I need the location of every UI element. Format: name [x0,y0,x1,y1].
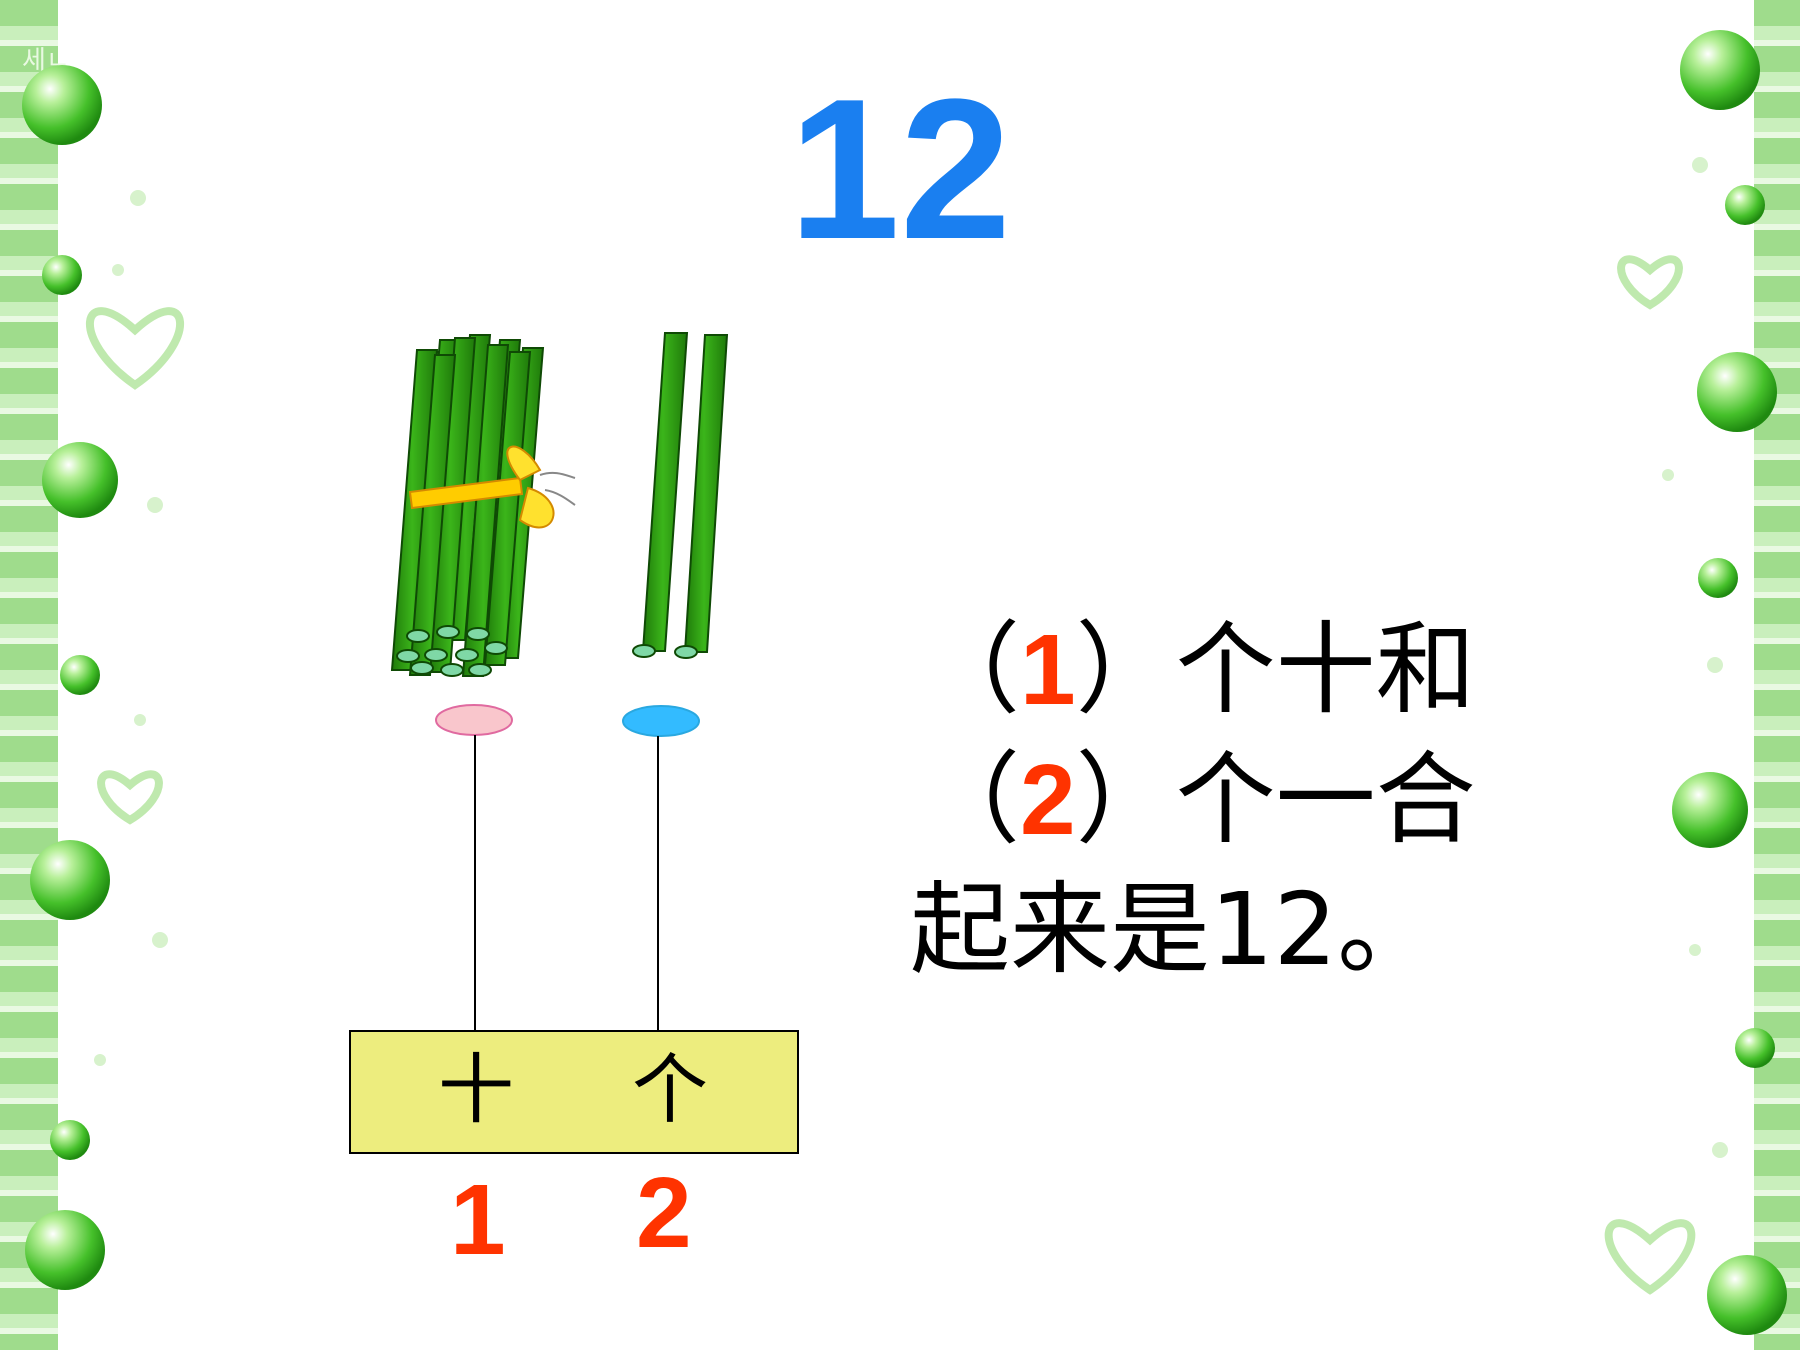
sentence-line-3: 起来是12。 [910,871,1438,988]
bubble-icon [50,1120,90,1160]
bubble-icon [1672,772,1748,848]
tens-digit: 1 [450,1164,506,1276]
bubble-icon [1680,30,1760,110]
bubble-icon [1697,352,1777,432]
hearts [85,255,1696,1295]
bubble-icon [42,442,118,518]
ones-answer: 2 [1020,744,1076,856]
place-value-box [349,1030,799,1154]
close-paren: ） [1075,741,1176,858]
sparkles [94,157,1728,1158]
ones-digit: 2 [636,1157,692,1269]
heart-icon [1604,1219,1696,1295]
ones-text: 个一合 [1175,741,1476,858]
two-single-sticks [632,332,729,659]
ribbon-bow-icon [408,445,576,529]
bubble-icon [42,255,82,295]
bubble-icon [60,655,100,695]
tens-text: 个十和 [1175,611,1476,728]
bubble-icon [1735,1028,1775,1068]
bubble-icon [1698,558,1738,598]
bubbles-right [1672,30,1787,1335]
ones-place-label: 个 [632,1045,708,1134]
page-title-number: 12 [788,58,1012,281]
bubble-icon [1725,185,1765,225]
bubbles-left [22,65,118,1290]
ones-bead [622,705,700,737]
close-paren: ） [1075,611,1176,728]
heart-icon [85,307,185,390]
open-paren: （ [920,741,1020,858]
tens-answer: 1 [1020,614,1076,726]
bubble-icon [30,840,110,920]
heart-icon [1617,255,1683,310]
left-border-stripes [0,0,58,1350]
sentence-line-1: （1）个十和 [920,605,1620,735]
heart-icon [97,770,163,825]
fill-in-sentence: （1）个十和 （2）个一合 起来是12。 [910,605,1620,995]
tens-place-label: 十 [438,1045,514,1134]
bubble-icon [25,1210,105,1290]
bubble-icon [1707,1255,1787,1335]
sentence-line-2: （2）个一合 [920,735,1620,865]
bubble-icon [22,65,102,145]
tens-bead [435,704,513,736]
right-border-stripes [1754,0,1800,1350]
open-paren: （ [920,611,1020,728]
